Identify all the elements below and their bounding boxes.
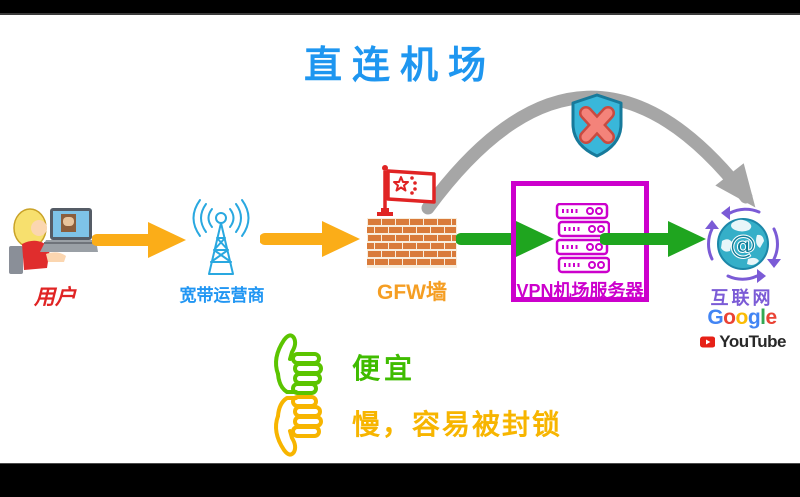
arrow-gfw-to-vpn: [456, 221, 554, 257]
arrow-user-to-isp: [92, 222, 186, 258]
letterbox-top: [0, 0, 800, 15]
brick-wall-icon: [367, 218, 457, 268]
google-logo: Google: [702, 306, 782, 330]
con-label: 慢，容易被封锁: [352, 409, 563, 440]
server-rack-icon: [555, 203, 610, 274]
letterbox-bottom: [0, 463, 800, 497]
user-label: 用户: [34, 286, 76, 309]
youtube-play-icon: [700, 336, 716, 348]
google-letter: g: [747, 306, 761, 329]
arrow-vpn-to-internet: [600, 221, 706, 257]
google-letter: G: [707, 306, 724, 329]
vpn-server-label: VPN机场服务器: [516, 281, 644, 301]
internet-globe-icon: @: [705, 206, 781, 283]
user-icon: [9, 208, 98, 274]
shield-block-icon: [571, 93, 623, 158]
youtube-logo: YouTube: [700, 332, 786, 352]
svg-text:@: @: [730, 230, 757, 261]
google-letter: o: [723, 306, 736, 329]
internet-label: 互联网: [710, 288, 774, 308]
china-flag-icon: [377, 165, 436, 216]
google-letter: e: [765, 306, 777, 329]
google-letter: o: [735, 306, 748, 329]
gfw-label: GFW墙: [377, 281, 447, 304]
pro-label: 便宜: [352, 353, 417, 384]
youtube-label: YouTube: [719, 332, 786, 351]
isp-label: 宽带运营商: [179, 286, 265, 305]
antenna-tower-icon: [192, 199, 250, 275]
google-letter: l: [760, 306, 766, 329]
thumbs-up-icon: [274, 333, 323, 395]
arrow-isp-to-gfw: [260, 221, 360, 257]
thumbs-down-icon: [274, 395, 323, 457]
page-title: 直连机场: [303, 45, 496, 87]
